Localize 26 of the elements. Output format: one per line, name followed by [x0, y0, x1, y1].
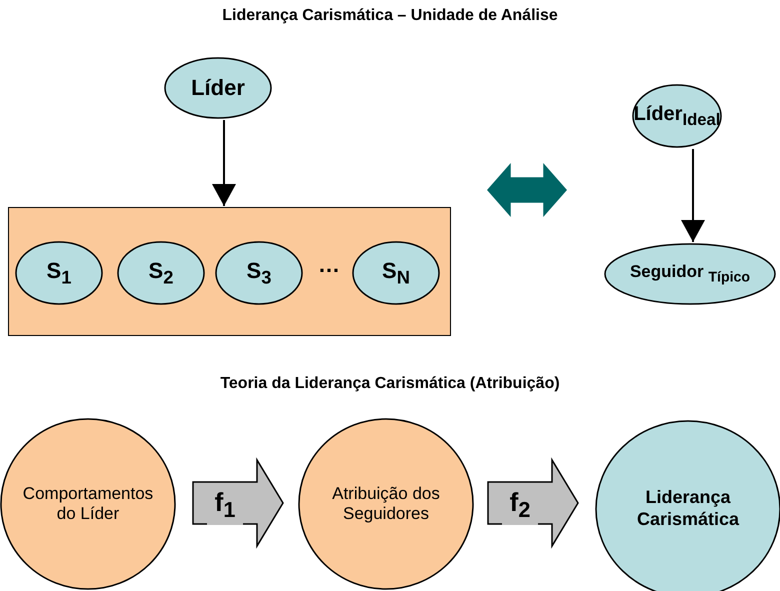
node-label: Seguidor $_{Típico}$	[630, 262, 750, 286]
oval-node	[604, 243, 776, 305]
oval-node	[352, 241, 440, 305]
group-box	[8, 207, 451, 336]
diagram-title: Liderança Carismática – Unidade de Análise	[221, 7, 559, 25]
node-label: Líder$_{Ideal}$	[634, 102, 720, 130]
oval-node	[164, 57, 272, 119]
node-label: S$_{N}$	[382, 258, 410, 288]
node-label: Liderança Carismática	[636, 487, 740, 531]
ellipsis-text: …	[318, 252, 340, 278]
section-title: Teoria da Liderança Carismática (Atribuição)	[219, 375, 561, 393]
arrow	[212, 120, 236, 206]
oval-node	[215, 241, 303, 305]
node-label: Líder	[191, 74, 245, 102]
node-label: Atribuição dos Seguidores	[331, 484, 441, 524]
node-label: S$_{1}$	[46, 258, 72, 288]
double-block-arrow	[487, 163, 567, 217]
oval-node	[15, 241, 103, 305]
arrow	[681, 149, 705, 242]
node-label: S$_{3}$	[246, 258, 272, 288]
oval-node	[632, 84, 722, 148]
oval-node	[0, 418, 176, 590]
node-label: Comportamentos do Líder	[22, 484, 154, 524]
oval-node	[117, 241, 205, 305]
oval-node	[298, 418, 474, 590]
node-label: S$_{2}$	[148, 258, 174, 288]
